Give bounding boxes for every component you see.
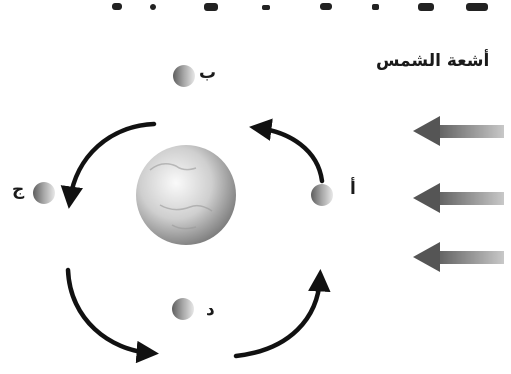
position-label-b: ب: [199, 65, 216, 82]
sunlight-label: أشعة الشمس: [376, 53, 489, 70]
sun-ray-2: [413, 183, 504, 213]
orbit-arrow-right-top: [258, 128, 322, 181]
sun-ray-1: [413, 116, 504, 146]
earth: [136, 145, 236, 245]
moon-position-j: [33, 182, 55, 204]
position-label-j: ج: [12, 182, 24, 199]
orbit-arrow-right-bottom: [236, 278, 320, 356]
moon-position-b: [173, 65, 195, 87]
moon-position-d: [172, 298, 194, 320]
sun-ray-3: [413, 242, 504, 272]
orbit-arrow-left-bottom: [68, 270, 150, 353]
moon-position-a: [311, 184, 333, 206]
position-label-a: أ: [350, 181, 356, 198]
position-label-d: د: [206, 302, 215, 319]
